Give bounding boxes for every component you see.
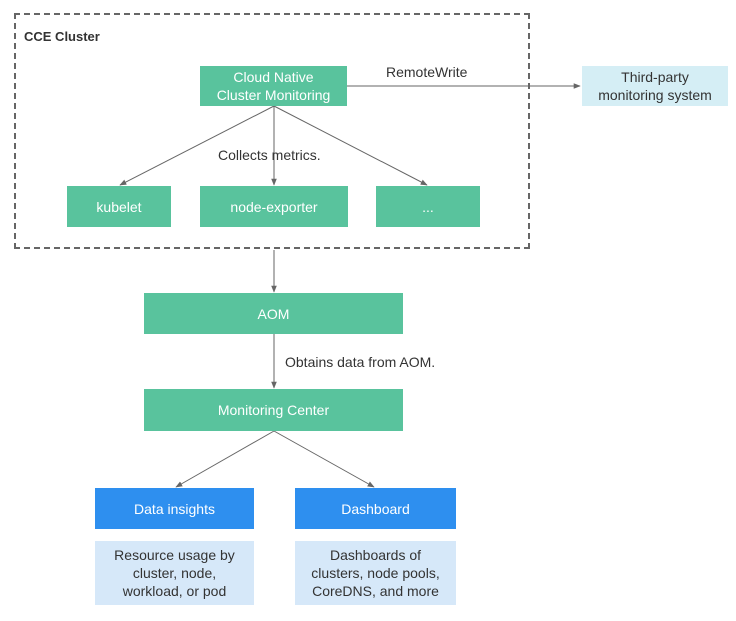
dashboard-node: Dashboard <box>295 488 456 529</box>
edge-to-dashboard <box>273 430 375 488</box>
dashboard-description: Dashboards of clusters, node pools, Core… <box>295 541 456 605</box>
kubelet-label: kubelet <box>96 198 142 215</box>
data-insights-label: Data insights <box>134 500 215 517</box>
remote-write-label: RemoteWrite <box>386 64 468 80</box>
data-insights-desc-line3: workload, or pod <box>122 583 227 599</box>
node-exporter-label: node-exporter <box>230 198 318 215</box>
cloud-native-line1: Cloud Native <box>233 69 314 85</box>
monitoring-center-label: Monitoring Center <box>217 402 330 418</box>
cce-cluster-boundary <box>14 13 530 249</box>
obtains-data-label: Obtains data from AOM. <box>285 354 436 370</box>
cloud-native-monitoring-node: Cloud Native Cluster Monitoring <box>200 66 347 106</box>
edge-to-data-insights <box>175 430 275 488</box>
node-exporter-node: node-exporter <box>200 186 348 227</box>
dashboard-label: Dashboard <box>341 500 410 517</box>
more-node: ... <box>376 186 480 227</box>
edge-to-kubelet <box>119 105 275 186</box>
dashboard-desc-line3: CoreDNS, and more <box>312 583 439 599</box>
more-label: ... <box>422 198 434 215</box>
collects-metrics-label: Collects metrics. <box>218 147 321 163</box>
cluster-title: CCE Cluster <box>24 29 100 44</box>
aom-node: AOM <box>144 293 403 334</box>
cloud-native-line2: Cluster Monitoring <box>216 87 331 103</box>
aom-label: AOM <box>257 305 290 322</box>
third-party-monitoring-node: Third-party monitoring system <box>582 66 728 106</box>
data-insights-description: Resource usage by cluster, node, workloa… <box>95 541 254 605</box>
third-party-line1: Third-party <box>621 69 689 85</box>
dashboard-desc-line1: Dashboards of <box>329 547 422 563</box>
third-party-line2: monitoring system <box>598 87 712 103</box>
edge-to-more <box>273 105 428 186</box>
kubelet-node: kubelet <box>67 186 171 227</box>
data-insights-desc-line1: Resource usage by <box>114 547 235 563</box>
dashboard-desc-line2: clusters, node pools, <box>311 565 440 581</box>
monitoring-center-node: Monitoring Center <box>144 389 403 431</box>
data-insights-desc-line2: cluster, node, <box>132 565 217 581</box>
data-insights-node: Data insights <box>95 488 254 529</box>
